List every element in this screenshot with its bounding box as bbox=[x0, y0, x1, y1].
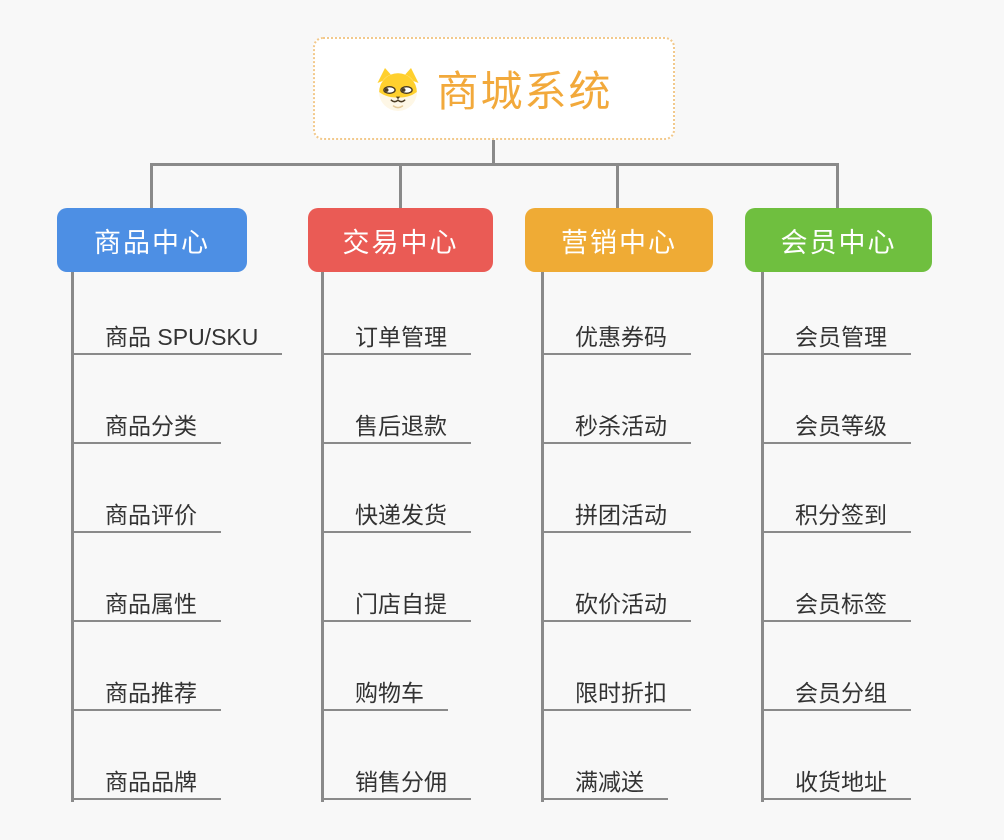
leaf-node[interactable]: 商品 SPU/SKU bbox=[71, 319, 283, 355]
leaf-node[interactable]: 商品属性 bbox=[71, 586, 221, 622]
connector-column-line bbox=[541, 272, 544, 802]
connector-branch-drop bbox=[616, 163, 619, 208]
connector-branch-drop bbox=[836, 163, 839, 208]
branch-node-member-center[interactable]: 会员中心 bbox=[745, 208, 932, 272]
leaf-node[interactable]: 满减送 bbox=[541, 764, 668, 800]
leaf-node[interactable]: 售后退款 bbox=[321, 408, 471, 444]
leaf-node[interactable]: 秒杀活动 bbox=[541, 408, 691, 444]
leaf-node[interactable]: 会员标签 bbox=[761, 586, 911, 622]
leaf-node[interactable]: 商品推荐 bbox=[71, 675, 221, 711]
connector-bus bbox=[150, 163, 839, 166]
leaf-node[interactable]: 收货地址 bbox=[761, 764, 911, 800]
leaf-node[interactable]: 商品品牌 bbox=[71, 764, 221, 800]
root-title: 商城系统 bbox=[436, 68, 613, 115]
branch-items-trade: 订单管理 售后退款 快递发货 门店自提 购物车 销售分佣 bbox=[321, 319, 471, 800]
branch-node-product-center[interactable]: 商品中心 bbox=[57, 208, 247, 272]
branch-node-trade-center[interactable]: 交易中心 bbox=[308, 208, 493, 272]
leaf-node[interactable]: 会员分组 bbox=[761, 675, 911, 711]
leaf-node[interactable]: 砍价活动 bbox=[541, 586, 691, 622]
branch-items-member: 会员管理 会员等级 积分签到 会员标签 会员分组 收货地址 bbox=[761, 319, 911, 800]
leaf-node[interactable]: 限时折扣 bbox=[541, 675, 691, 711]
leaf-node[interactable]: 快递发货 bbox=[321, 497, 471, 533]
leaf-node[interactable]: 拼团活动 bbox=[541, 497, 691, 533]
connector-column-line bbox=[761, 272, 764, 802]
branch-node-marketing-center[interactable]: 营销中心 bbox=[525, 208, 713, 272]
connector-branch-drop bbox=[150, 163, 153, 208]
connector-column-line bbox=[321, 272, 324, 802]
leaf-node[interactable]: 会员等级 bbox=[761, 408, 911, 444]
leaf-node[interactable]: 优惠券码 bbox=[541, 319, 691, 355]
branch-items-product: 商品 SPU/SKU 商品分类 商品评价 商品属性 商品推荐 商品品牌 bbox=[71, 319, 283, 800]
connector-branch-drop bbox=[399, 163, 402, 208]
leaf-node[interactable]: 会员管理 bbox=[761, 319, 911, 355]
leaf-node[interactable]: 商品评价 bbox=[71, 497, 221, 533]
connector-root-drop bbox=[492, 140, 495, 164]
leaf-node[interactable]: 购物车 bbox=[321, 675, 448, 711]
leaf-node[interactable]: 销售分佣 bbox=[321, 764, 471, 800]
branch-items-marketing: 优惠券码 秒杀活动 拼团活动 砍价活动 限时折扣 满减送 bbox=[541, 319, 691, 800]
root-node[interactable]: 商城系统 bbox=[313, 37, 675, 140]
leaf-node[interactable]: 门店自提 bbox=[321, 586, 471, 622]
leaf-node[interactable]: 订单管理 bbox=[321, 319, 471, 355]
shiba-dog-icon bbox=[375, 66, 421, 112]
leaf-node[interactable]: 积分签到 bbox=[761, 497, 911, 533]
leaf-node[interactable]: 商品分类 bbox=[71, 408, 221, 444]
connector-column-line bbox=[71, 272, 74, 802]
